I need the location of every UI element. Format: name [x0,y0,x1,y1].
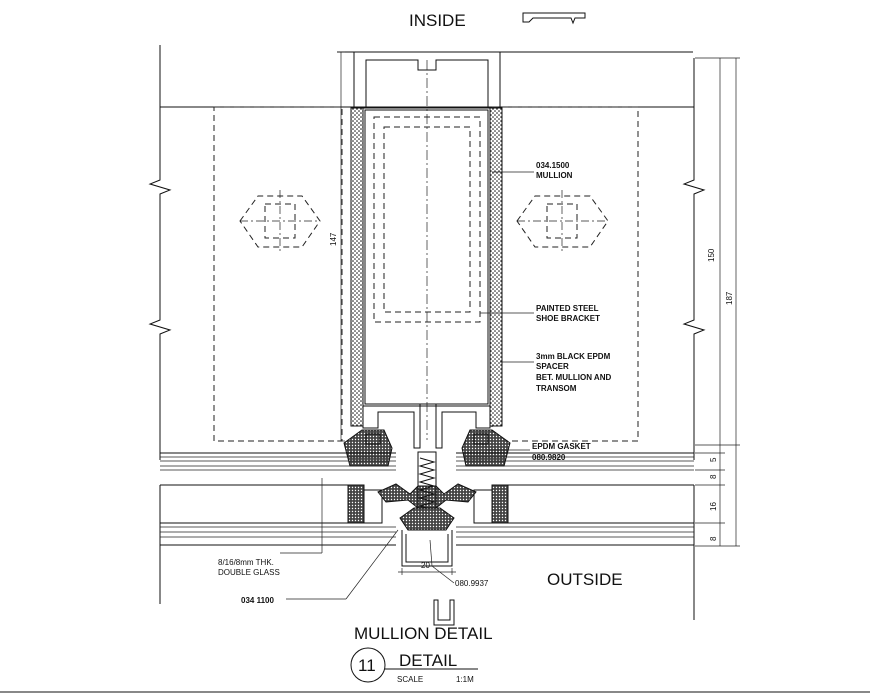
cap-profile [433,599,455,626]
dim-8b-label: 8 [709,536,718,541]
inside-heading: INSIDE [409,11,466,30]
double-glazing-right [456,452,694,546]
pressure-plate-assembly [377,451,477,567]
dimension-20 [398,568,456,575]
dim-147-label: 147 [329,232,338,246]
epdm-gasket-left [343,429,393,467]
leader-lines [280,171,534,600]
dim-20-label: 20 [421,561,430,570]
double-glazing-left [160,452,396,546]
dim-16-label: 16 [709,502,718,511]
spacer-callout-line2: SPACER [536,362,569,371]
scale-value: 1:1M [456,675,474,684]
dimension-chain-right [695,57,740,547]
mullion-detail-title: MULLION DETAIL [354,624,493,643]
steel-shoe-bracket [373,116,481,323]
dimension-147 [337,51,345,442]
cavity-spacer-right [491,484,509,524]
mullion-code-callout: 034.1500 [536,161,570,170]
mullion-profile [350,51,503,449]
dim-187-label: 187 [725,291,734,305]
epdm-spacer-left [350,107,364,427]
cavity-spacer-left [347,484,365,524]
detail-number: 11 [358,656,376,675]
gasket-callout-line1: EPDM GASKET [532,442,591,451]
bracket-callout-line1: PAINTED STEEL [536,304,599,313]
right-break-line [682,58,706,620]
dim-150-label: 150 [707,248,716,262]
mullion-name-callout: MULLION [536,171,573,180]
detail-title-block [350,647,478,683]
epdm-gasket-right [461,429,511,467]
detail-title: DETAIL [399,651,457,670]
detail-number-bubble [350,647,386,683]
scale-label: SCALE [397,675,423,684]
transom-left-outline [213,106,343,442]
dim-5-label: 5 [709,457,718,462]
epdm-spacer-right [489,107,503,427]
spacer-callout-line4: TRANSOM [536,384,577,393]
bolt-hole-right [516,190,609,254]
glass-callout-line1: 8/16/8mm THK. [218,558,274,567]
spacer-callout-line1: 3mm BLACK EPDM [536,352,611,361]
gasket-callout-line2: 080.9820 [532,453,566,462]
cap-callout: 080.9937 [455,579,489,588]
bracket-callout-line2: SHOE BRACKET [536,314,600,323]
spacer-callout-line3: BET. MULLION AND [536,373,611,382]
outside-heading: OUTSIDE [547,570,623,589]
glass-callout-line2: DOUBLE GLASS [218,568,280,577]
pressure-plate-callout: 034 1100 [241,596,274,605]
inside-orientation-symbol [522,12,586,25]
left-break-line [148,45,172,604]
bolt-hole-left [239,190,321,254]
dim-8a-label: 8 [709,474,718,479]
